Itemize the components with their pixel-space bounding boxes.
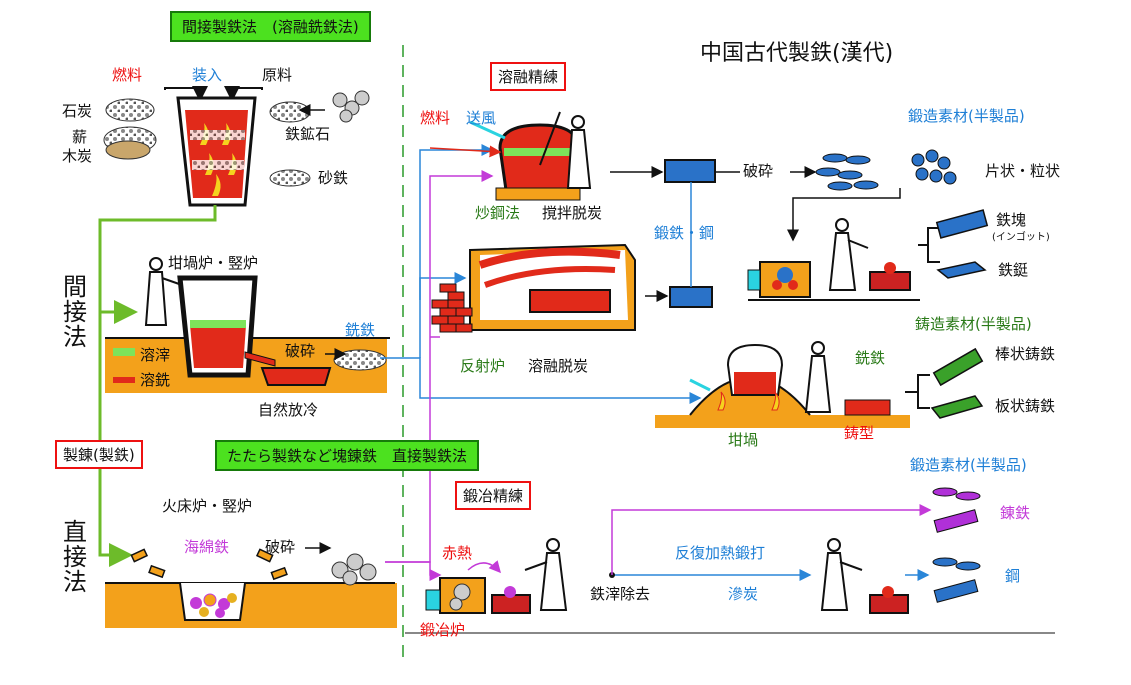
pig-iron-label-2: 銑鉄 bbox=[855, 349, 886, 367]
worker-figure-1 bbox=[144, 257, 183, 326]
reverberatory-furnace bbox=[431, 243, 636, 333]
charge-label: 装入 bbox=[192, 66, 223, 84]
bloomery-furnace-label: 火床炉・竪炉 bbox=[162, 497, 253, 515]
raw-material-label: 原料 bbox=[262, 66, 293, 84]
forging-refining-label: 鍛冶精練 bbox=[455, 481, 532, 510]
charcoal-label: 木炭 bbox=[62, 147, 93, 165]
casting-crucible bbox=[655, 343, 910, 428]
slag-removal-label: 鉄滓除去 bbox=[590, 585, 651, 603]
melt-decarb-label: 溶融脱炭 bbox=[528, 357, 589, 375]
mold-label: 鋳型 bbox=[844, 424, 875, 442]
worker-figure-2 bbox=[566, 115, 592, 189]
crush-label-1: 破砕 bbox=[285, 342, 316, 360]
iron-grains bbox=[911, 149, 957, 185]
wrought-steel-label: 鍛鉄・鋼 bbox=[654, 224, 715, 242]
forge-station-top bbox=[747, 261, 911, 298]
crucible-furnace-label: 坩堝炉・竪炉 bbox=[168, 254, 259, 272]
stir-decarb-label: 撹拌脱炭 bbox=[542, 204, 603, 222]
ingot-kana-label: (インゴット) bbox=[992, 232, 1050, 243]
wrought-iron-label: 錬鉄 bbox=[1000, 504, 1031, 522]
worker-figure-6 bbox=[820, 538, 863, 611]
fuel-label: 燃料 bbox=[112, 66, 143, 84]
iron-flakes bbox=[815, 153, 879, 191]
forge-furnace-label: 鍛冶炉 bbox=[420, 621, 466, 639]
ingot-label: 鉄塊 bbox=[996, 211, 1027, 229]
red-heat-label: 赤熱 bbox=[442, 544, 473, 562]
indirect-method-banner: 間接製鉄法 (溶融銑鉄法) bbox=[170, 11, 371, 42]
crucible-furnace bbox=[177, 275, 332, 386]
casting-material-label: 鋳造素材(半製品) bbox=[915, 315, 1032, 333]
crushed-sponge-iron bbox=[331, 553, 377, 586]
wrought-iron-pieces bbox=[932, 487, 981, 533]
crush-label-2: 破砕 bbox=[265, 538, 296, 556]
plate-cast-iron-label: 板状鋳鉄 bbox=[995, 397, 1056, 415]
reverberatory-label: 反射炉 bbox=[460, 357, 506, 375]
natural-cooling-label: 自然放冷 bbox=[258, 401, 319, 419]
melting-refining-label: 溶融精練 bbox=[490, 62, 567, 91]
vertical-label-indirect: 間接法 bbox=[63, 273, 87, 352]
worker-figure-4 bbox=[804, 341, 832, 413]
iron-bar-label: 鉄鋌 bbox=[998, 261, 1029, 279]
pig-iron-label-1: 銑鉄 bbox=[345, 321, 376, 339]
crush-label-3: 破砕 bbox=[743, 162, 774, 180]
fuel-label-2: 燃料 bbox=[420, 109, 451, 127]
vertical-label-direct: 直接法 bbox=[63, 518, 87, 597]
steel-pieces bbox=[932, 557, 981, 603]
sponge-iron-lumps bbox=[190, 593, 237, 618]
puddling-pot bbox=[495, 111, 581, 201]
iron-ore-label: 鉄鉱石 bbox=[285, 125, 331, 143]
rod-cast-iron-label: 棒状鋳鉄 bbox=[995, 345, 1056, 363]
blast-label: 送風 bbox=[466, 109, 497, 127]
crucible-label: 坩堝 bbox=[728, 431, 759, 449]
forging-material-label-1: 鍛造素材(半製品) bbox=[908, 107, 1025, 125]
flake-grain-label: 片状・粒状 bbox=[985, 162, 1061, 180]
forging-material-label-2: 鍛造素材(半製品) bbox=[910, 456, 1027, 474]
slag-label: 溶滓 bbox=[140, 346, 171, 364]
puddling-label: 炒鋼法 bbox=[475, 204, 521, 222]
molten-iron-label: 溶銑 bbox=[140, 371, 171, 389]
repeated-forging-label: 反復加熱鍛打 bbox=[675, 544, 766, 562]
page-title: 中国古代製鉄(漢代) bbox=[700, 41, 894, 66]
top-furnace bbox=[176, 96, 257, 207]
sponge-iron-label: 海綿鉄 bbox=[184, 538, 230, 556]
refining-box-label: 製錬(製鉄) bbox=[55, 440, 143, 469]
iron-sand-label: 砂鉄 bbox=[318, 169, 349, 187]
carburizing-label: 滲炭 bbox=[728, 585, 759, 603]
forge-furnace-bottom bbox=[425, 577, 531, 614]
worker-figure-5 bbox=[524, 538, 568, 611]
steel-label: 鋼 bbox=[1005, 567, 1021, 585]
firewood-label: 薪 bbox=[72, 128, 88, 146]
raw-material-piles bbox=[103, 90, 370, 187]
worker-figure-3 bbox=[828, 218, 869, 291]
direct-method-banner: たたら製鉄など塊錬鉄 直接製鉄法 bbox=[215, 440, 480, 471]
coal-label: 石炭 bbox=[62, 102, 93, 120]
